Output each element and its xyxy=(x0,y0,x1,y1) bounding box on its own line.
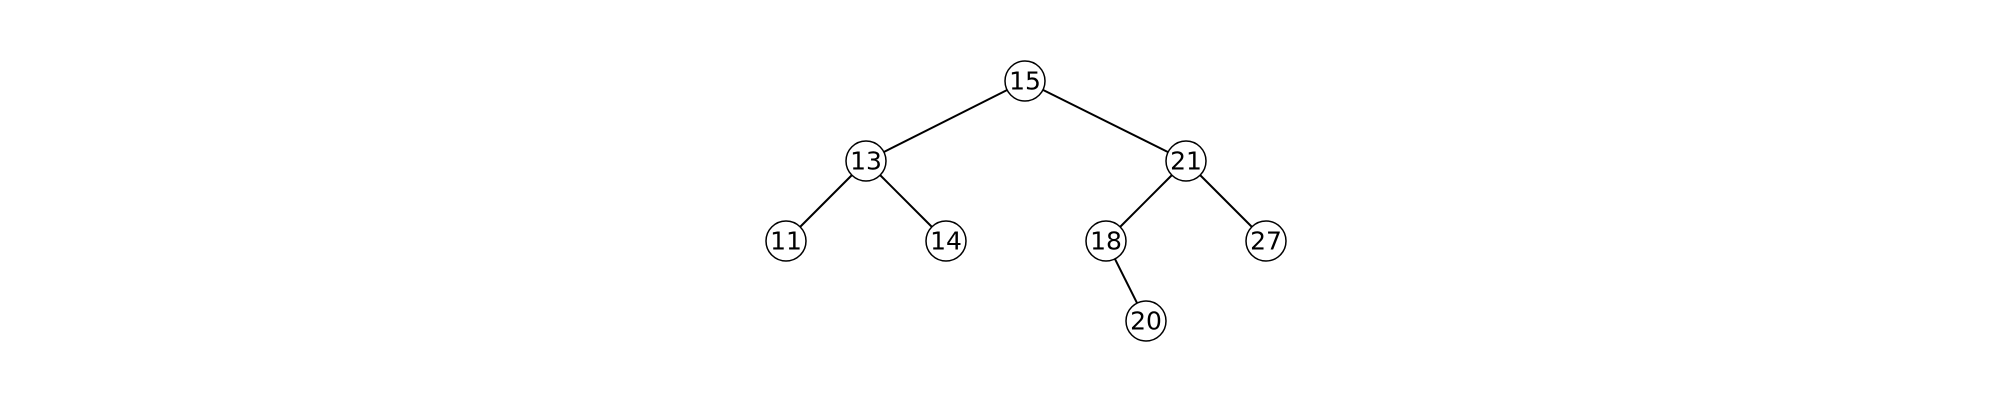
tree-node: 21 xyxy=(1165,140,1207,182)
node-circle xyxy=(1004,60,1046,102)
tree-edge xyxy=(1042,89,1169,153)
node-label: 20 xyxy=(1130,307,1162,336)
tree-node: 20 xyxy=(1125,300,1167,342)
node-circle xyxy=(1125,300,1167,342)
tree-node: 27 xyxy=(1245,220,1287,262)
node-circle xyxy=(1085,220,1127,262)
node-label: 15 xyxy=(1009,67,1041,96)
tree-node: 18 xyxy=(1085,220,1127,262)
tree-node: 14 xyxy=(925,220,967,262)
tree-edge xyxy=(1114,258,1138,304)
node-circle xyxy=(925,220,967,262)
node-label: 13 xyxy=(850,147,882,176)
node-circle xyxy=(845,140,887,182)
node-label: 14 xyxy=(930,227,962,256)
node-label: 27 xyxy=(1250,227,1282,256)
tree-edges xyxy=(799,89,1253,304)
tree-edge xyxy=(799,174,853,228)
node-label: 21 xyxy=(1170,147,1202,176)
tree-node: 13 xyxy=(845,140,887,182)
tree-edge xyxy=(1199,174,1253,228)
node-circle xyxy=(1245,220,1287,262)
node-label: 11 xyxy=(770,227,802,256)
tree-edge xyxy=(883,89,1008,153)
node-circle xyxy=(1165,140,1207,182)
tree-nodes: 15 13 21 11 14 18 27 20 xyxy=(765,60,1287,342)
tree-edge xyxy=(879,174,933,228)
node-circle xyxy=(765,220,807,262)
node-label: 18 xyxy=(1090,227,1122,256)
tree-node: 11 xyxy=(765,220,807,262)
tree-node: 15 xyxy=(1004,60,1046,102)
tree-edge xyxy=(1119,174,1173,228)
